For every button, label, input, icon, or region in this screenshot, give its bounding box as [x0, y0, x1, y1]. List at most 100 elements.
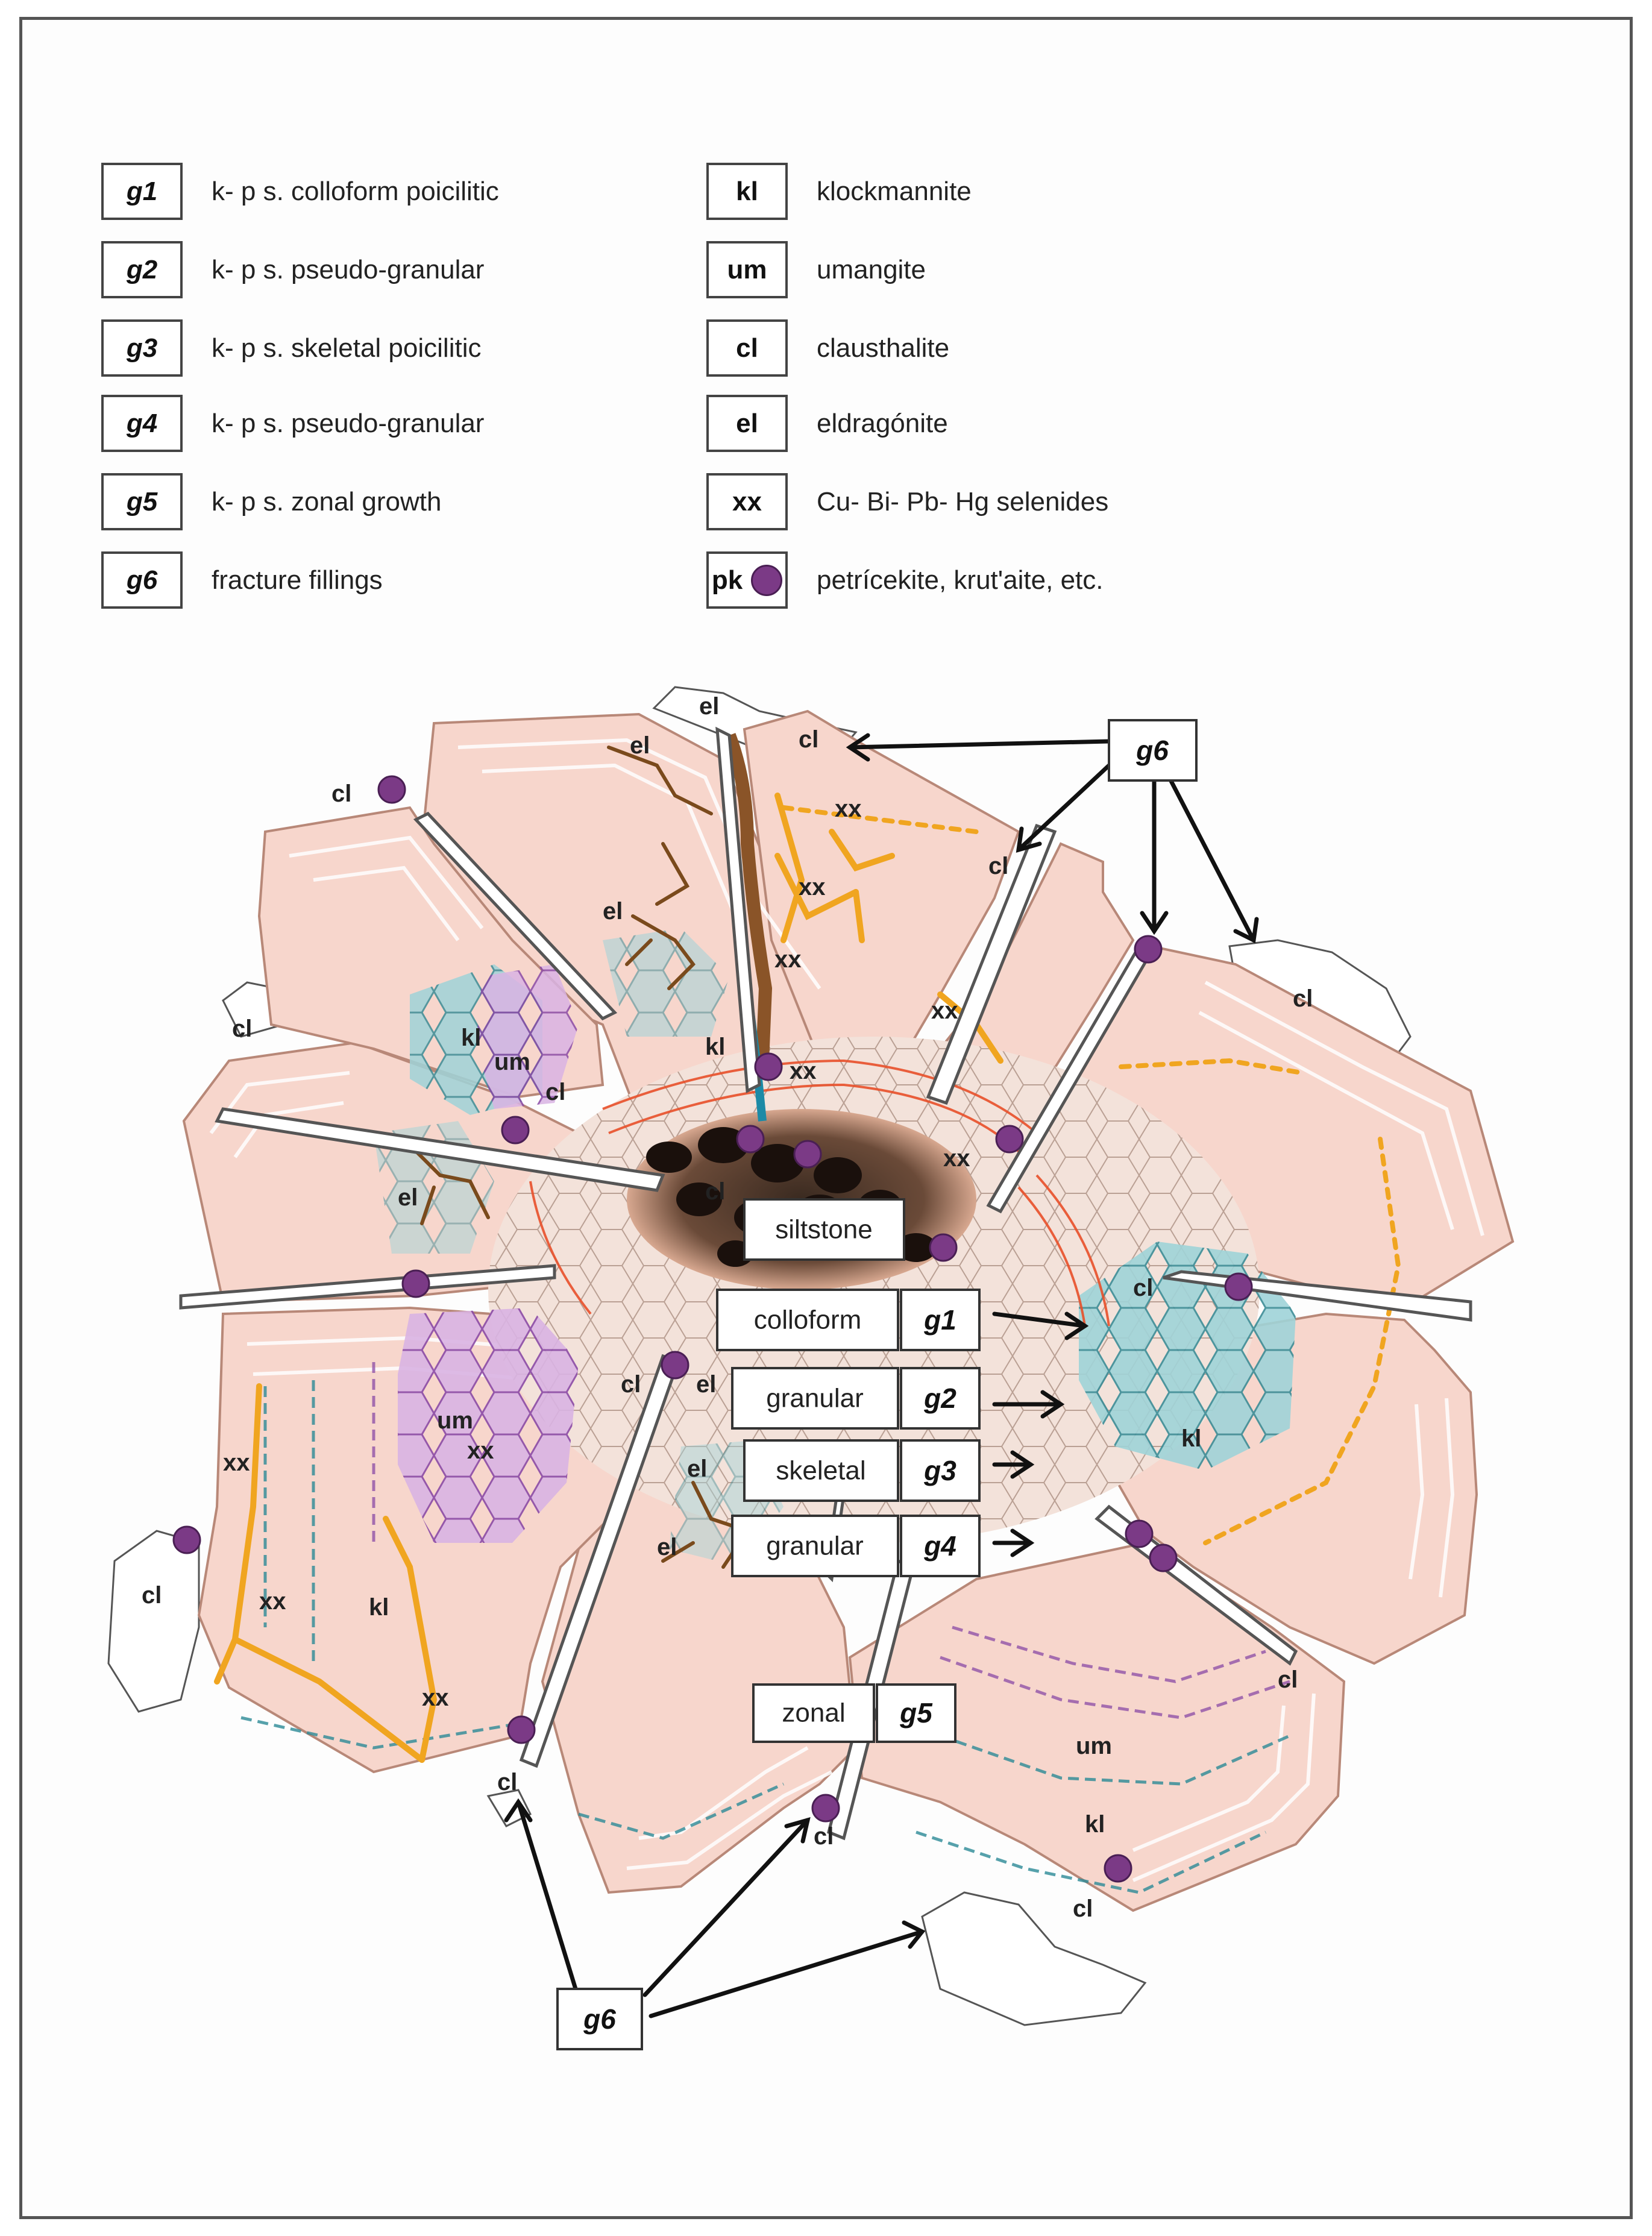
pk-dot — [172, 1525, 201, 1554]
legend-code-box: xx — [706, 473, 788, 530]
pk-dot — [1104, 1854, 1132, 1883]
pk-dot — [995, 1125, 1024, 1154]
label-xx: xx — [790, 1058, 817, 1084]
label-kl: kl — [461, 1025, 481, 1051]
label-um: um — [1076, 1733, 1112, 1759]
label-cl: cl — [1073, 1895, 1093, 1922]
svg-text:g2: g2 — [923, 1383, 956, 1414]
legend-text: clausthalite — [817, 333, 950, 363]
label-el: el — [603, 898, 623, 925]
label-xx: xx — [774, 946, 802, 973]
callout-skeletal: skeletal g3 — [743, 1439, 981, 1502]
selenide-veins — [214, 793, 1003, 1763]
callout-zonal: zonal g5 — [752, 1683, 956, 1743]
legend-code-box: g6 — [101, 551, 183, 609]
eldragonite-dendrites — [408, 746, 750, 1569]
selenide-dashes — [781, 805, 1401, 1545]
colloform-fringe — [529, 1059, 1110, 1327]
label-kl: kl — [369, 1594, 389, 1621]
legend-item-g5: g5 k- p s. zonal growth — [101, 473, 442, 530]
label-el: el — [687, 1456, 707, 1482]
legend-code: el — [736, 408, 758, 438]
label-cl: cl — [799, 726, 818, 753]
label-um: um — [494, 1049, 530, 1075]
pk-dot — [1224, 1272, 1253, 1301]
pk-dot — [1125, 1519, 1154, 1548]
legend-code: pk — [711, 565, 743, 595]
label-xx: xx — [467, 1437, 494, 1464]
label-kl: kl — [705, 1034, 725, 1060]
label-el: el — [696, 1371, 716, 1398]
legend-code: g1 — [126, 176, 158, 206]
label-el: el — [630, 732, 650, 759]
svg-text:skeletal: skeletal — [776, 1456, 865, 1486]
legend-text: k- p s. colloform poicilitic — [212, 176, 499, 206]
label-el: el — [699, 693, 719, 720]
pk-dot — [1134, 935, 1163, 964]
legend-item-g6: g6 fracture fillings — [101, 551, 383, 609]
legend-code: g4 — [126, 408, 158, 438]
label-cl: cl — [705, 1178, 725, 1205]
legend-item-pk: pk petrícekite, krut'aite, etc. — [706, 551, 1104, 609]
legend-text: petrícekite, krut'aite, etc. — [817, 565, 1104, 595]
pk-dot — [377, 775, 406, 804]
callout-g6-top: g6 — [1108, 719, 1198, 782]
label-xx: xx — [223, 1449, 250, 1476]
label-cl: cl — [988, 853, 1008, 879]
legend-text: fracture fillings — [212, 565, 383, 595]
legend-code: cl — [736, 333, 758, 363]
legend-item-el: el eldragónite — [706, 395, 948, 452]
label-kl: kl — [1181, 1425, 1201, 1452]
label-xx: xx — [835, 796, 862, 822]
pk-dot — [754, 1052, 783, 1081]
pk-dot — [736, 1125, 765, 1154]
label-el: el — [398, 1184, 418, 1211]
legend-item-g1: g1 k- p s. colloform poicilitic — [101, 163, 499, 220]
legend-text: k- p s. skeletal poicilitic — [212, 333, 482, 363]
svg-text:colloform: colloform — [754, 1305, 862, 1335]
legend-code-box: g4 — [101, 395, 183, 452]
label-cl: cl — [232, 1016, 252, 1042]
pk-dot — [793, 1140, 822, 1169]
legend-item-g3: g3 k- p s. skeletal poicilitic — [101, 319, 481, 377]
legend-code: g2 — [126, 254, 158, 284]
legend-code: um — [727, 254, 767, 284]
legend-item-g2: g2 k- p s. pseudo-granular — [101, 241, 484, 298]
mineral-labels: el el cl cl xx xx xx cl el cl cl kl um k… — [142, 693, 1313, 1922]
label-cl: cl — [497, 1769, 517, 1795]
callout-granular-g2: granular g2 — [731, 1367, 981, 1430]
label-cl: cl — [1293, 985, 1313, 1012]
svg-text:g6: g6 — [1135, 735, 1169, 766]
svg-text:siltstone: siltstone — [775, 1215, 872, 1245]
callout-g6-bottom: g6 — [556, 1988, 643, 2050]
legend-code-box: pk — [706, 551, 788, 609]
legend-code: xx — [732, 486, 762, 517]
label-cl: cl — [331, 780, 351, 807]
legend-item-um: um umangite — [706, 241, 926, 298]
legend-code: g6 — [126, 565, 158, 595]
svg-text:zonal: zonal — [782, 1698, 845, 1728]
legend-text: k- p s. pseudo-granular — [212, 408, 485, 438]
pk-dot — [507, 1715, 536, 1744]
label-xx: xx — [943, 1145, 970, 1172]
arrows — [504, 733, 1259, 2018]
legend-code: kl — [736, 176, 758, 206]
legend-text: Cu- Bi- Pb- Hg selenides — [817, 486, 1109, 517]
umangite-patches — [398, 964, 579, 1543]
label-cl: cl — [621, 1371, 641, 1398]
label-el: el — [657, 1534, 677, 1560]
label-cl: cl — [545, 1079, 565, 1105]
svg-text:g4: g4 — [923, 1530, 956, 1562]
callout-colloform: colloform g1 — [716, 1289, 981, 1351]
label-cl: cl — [1278, 1666, 1298, 1693]
legend-code-box: g2 — [101, 241, 183, 298]
legend-code-box: el — [706, 395, 788, 452]
svg-text:g6: g6 — [583, 2003, 616, 2035]
svg-text:g3: g3 — [923, 1455, 956, 1486]
label-cl: cl — [1133, 1275, 1153, 1301]
label-cl: cl — [142, 1582, 162, 1609]
label-xx: xx — [931, 997, 958, 1024]
legend-text: k- p s. zonal growth — [212, 486, 442, 517]
legend-item-kl: kl klockmannite — [706, 163, 972, 220]
